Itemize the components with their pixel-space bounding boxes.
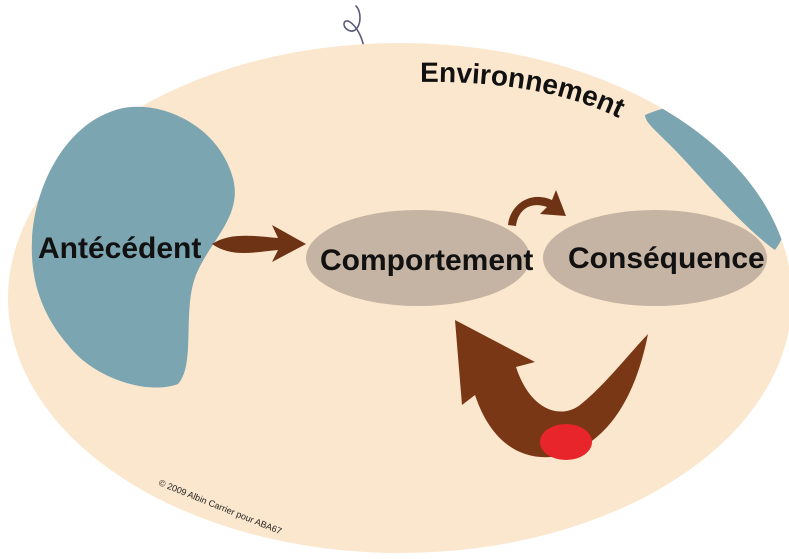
comportement-node	[306, 210, 530, 306]
antecedent-label: Antécédent	[38, 232, 201, 265]
feedback-arrow	[455, 320, 648, 458]
consequence-node	[543, 210, 767, 306]
forward-arrow	[508, 190, 566, 226]
comportement-label: Comportement	[320, 244, 533, 277]
antecedent-arrow	[212, 225, 306, 262]
antecedent-blob	[31, 106, 235, 388]
consequence-label: Conséquence	[568, 242, 765, 275]
tongue	[540, 424, 592, 460]
